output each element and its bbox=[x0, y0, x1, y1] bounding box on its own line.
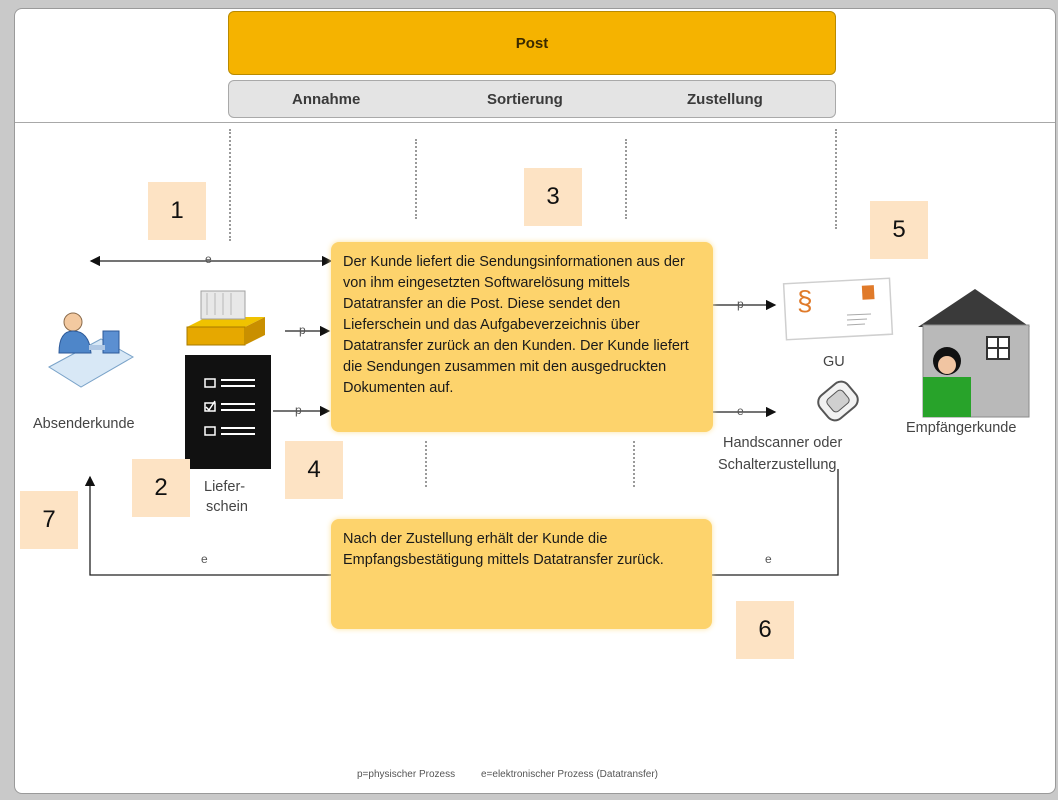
diagram-frame: Post Annahme Sortierung Zustellung bbox=[14, 8, 1056, 794]
connector-lines bbox=[48, 255, 1030, 576]
stage-divider bbox=[633, 441, 635, 487]
legend-electronic: e=elektronischer Prozess (Datatransfer) bbox=[481, 769, 659, 780]
post-title: Post bbox=[515, 34, 549, 52]
step-number-6: 6 bbox=[736, 601, 794, 659]
house-icon bbox=[918, 289, 1030, 418]
gu-label: GU bbox=[823, 354, 845, 370]
arrow-label-p: p bbox=[295, 403, 302, 417]
delivery-note-label-1: Liefer- bbox=[204, 479, 246, 495]
process-description-box: Der Kunde liefert die Sendungsinformatio… bbox=[331, 242, 713, 432]
stage-divider bbox=[425, 441, 427, 487]
stage-divider bbox=[625, 139, 627, 219]
sender-person-icon bbox=[48, 312, 135, 388]
letter-icon bbox=[782, 277, 894, 341]
step-number-5: 5 bbox=[870, 201, 928, 259]
header-divider bbox=[15, 122, 1055, 123]
step-number-2: 2 bbox=[132, 459, 190, 517]
stage-divider bbox=[229, 129, 231, 241]
legend-physical: p=physischer Prozess bbox=[357, 769, 456, 780]
stage-sortierung: Sortierung bbox=[487, 91, 563, 108]
arrow-label-e: e bbox=[737, 404, 744, 418]
step-number-1: 1 bbox=[148, 182, 206, 240]
stages-header: Annahme Sortierung Zustellung bbox=[228, 80, 836, 118]
arrow-label-e: e bbox=[765, 552, 772, 566]
stage-divider bbox=[415, 139, 417, 219]
scanner-label-2: Schalterzustellung bbox=[718, 457, 837, 473]
printer-icon bbox=[186, 290, 265, 346]
scanner-label-1: Handscanner oder bbox=[723, 435, 843, 451]
arrow-label-e: e bbox=[201, 552, 208, 566]
step-number-4: 4 bbox=[285, 441, 343, 499]
step-number-7: 7 bbox=[20, 491, 78, 549]
post-header: Post bbox=[228, 11, 836, 75]
arrow-label-e: e bbox=[205, 252, 212, 266]
delivery-note-icon bbox=[185, 355, 271, 469]
step-number-3: 3 bbox=[524, 168, 582, 226]
section-symbol: § bbox=[797, 285, 813, 316]
process-description-text: Der Kunde liefert die Sendungsinformatio… bbox=[343, 254, 689, 396]
stage-annahme: Annahme bbox=[292, 91, 361, 108]
stage-zustellung: Zustellung bbox=[687, 91, 763, 108]
confirmation-box: Nach der Zustellung erhält der Kunde die… bbox=[331, 519, 712, 629]
confirmation-text: Nach der Zustellung erhält der Kunde die… bbox=[343, 531, 664, 568]
receiver-label: Empfängerkunde bbox=[906, 420, 1017, 436]
sender-label: Absenderkunde bbox=[33, 416, 135, 432]
stage-divider bbox=[835, 129, 837, 229]
arrow-label-p: p bbox=[299, 323, 306, 337]
arrow-label-p: p bbox=[737, 297, 744, 311]
delivery-note-label-2: schein bbox=[206, 499, 248, 515]
handscanner-icon bbox=[817, 380, 859, 422]
